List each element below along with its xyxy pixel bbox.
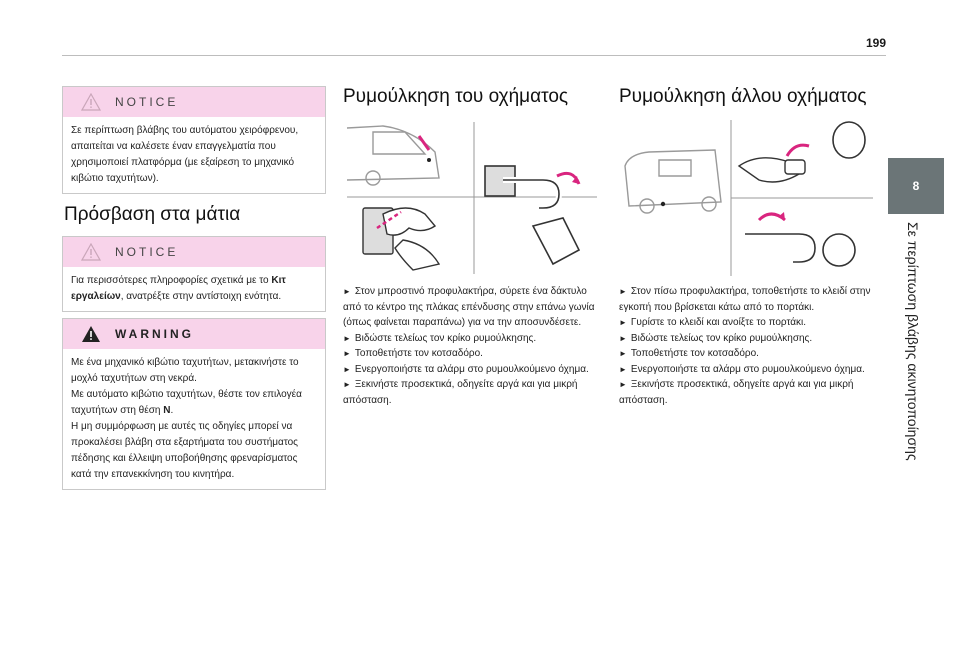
tow-eye-icon: [745, 231, 856, 267]
arrow-right-icon: ►: [619, 318, 627, 327]
step-item: ►Στον πίσω προφυλακτήρα, τοποθετήστε το …: [619, 286, 871, 313]
chapter-title: Σε περίπτωση βλάβης ακινητοποίησης: [905, 222, 921, 461]
hand-icon: [362, 207, 441, 271]
warning-box: WARNING Με ένα μηχανικό κιβώτιο ταχυτήτω…: [62, 318, 326, 490]
step-item: ►Στον μπροστινό προφυλακτήρα, σύρετε ένα…: [343, 286, 595, 328]
step-item: ►Τοποθετήστε τον κοτσαδόρο.: [343, 348, 483, 359]
arrow-right-icon: ►: [343, 364, 351, 374]
arrow-right-icon: ►: [619, 380, 627, 389]
front-towing-steps: ►Στον μπροστινό προφυλακτήρα, σύρετε ένα…: [343, 284, 601, 408]
tow-eye-icon: [484, 165, 581, 266]
warning-triangle-icon: [82, 326, 100, 342]
chapter-tab[interactable]: 8: [888, 158, 944, 214]
step-item: ►Τοποθετήστε τον κοτσαδόρο.: [619, 348, 759, 359]
key-hand-icon: [737, 157, 806, 183]
front-towing-illustration: [346, 122, 597, 274]
arrow-right-icon: ►: [343, 287, 351, 296]
van-rear-icon: [624, 149, 722, 214]
tool-kit-reference[interactable]: Κιτ εργαλείων: [71, 275, 286, 302]
arrow-right-icon: ►: [343, 333, 351, 343]
notice-header: NOTICE: [63, 237, 325, 267]
arrow-right-icon: ►: [343, 380, 351, 389]
header-rule: [62, 55, 886, 56]
step-item: ►Ενεργοποιήστε τα αλάρμ στο ρυμουλκούμεν…: [343, 363, 589, 375]
rear-towing-illustration: [624, 120, 873, 276]
hand-arrow-icon: [417, 135, 431, 151]
notice-box: NOTICE Για περισσότερες πληροφορίες σχετ…: [62, 236, 326, 312]
step-item: ►Βιδώστε τελείως τον κρίκο ρυμούλκησης.: [343, 332, 537, 344]
rear-towing-steps: ►Στον πίσω προφυλακτήρα, τοποθετήστε το …: [619, 284, 877, 408]
step-item: ►Ξεκινήστε προσεκτικά, οδηγείτε αργά και…: [619, 379, 854, 406]
chapter-number: 8: [912, 179, 920, 193]
notice-text: Σε περίπτωση βλάβης του αυτόματου χειρόφ…: [71, 125, 299, 184]
warning-label: WARNING: [115, 327, 194, 341]
notice-text: Για περισσότερες πληροφορίες σχετικά με …: [71, 275, 286, 302]
section-heading: Πρόσβαση στα μάτια: [64, 204, 241, 225]
warning-text: Με ένα μηχανικό κιβώτιο ταχυτήτων, μετακ…: [71, 357, 302, 480]
caution-triangle-icon: [81, 243, 101, 261]
notice-header: NOTICE: [63, 87, 325, 117]
notice-box: NOTICE Σε περίπτωση βλάβης του αυτόματου…: [62, 86, 326, 194]
arrow-right-icon: ►: [619, 287, 627, 296]
warning-header: WARNING: [63, 319, 325, 349]
arrow-right-icon: ►: [619, 349, 627, 358]
van-icon: [346, 125, 440, 186]
caution-triangle-icon: [81, 93, 101, 111]
notice-label: NOTICE: [115, 95, 179, 109]
step-item: ►Βιδώστε τελείως τον κρίκο ρυμούλκησης.: [619, 332, 813, 344]
step-item: ►Γυρίστε το κλειδί και ανοίξτε το πορτάκ…: [619, 317, 807, 328]
page-number: 199: [865, 36, 886, 50]
step-item: ►Ενεργοποιήστε τα αλάρμ στο ρυμουλκούμεν…: [619, 363, 865, 375]
arrow-right-icon: ►: [343, 349, 351, 358]
arrow-right-icon: ►: [619, 333, 627, 343]
notice-label: NOTICE: [115, 245, 179, 259]
section-heading: Ρυμούλκηση άλλου οχήματος: [619, 86, 867, 107]
step-item: ►Ξεκινήστε προσεκτικά, οδηγείτε αργά και…: [343, 379, 578, 406]
section-heading: Ρυμούλκηση του οχήματος: [343, 86, 569, 107]
arrow-right-icon: ►: [619, 364, 627, 374]
